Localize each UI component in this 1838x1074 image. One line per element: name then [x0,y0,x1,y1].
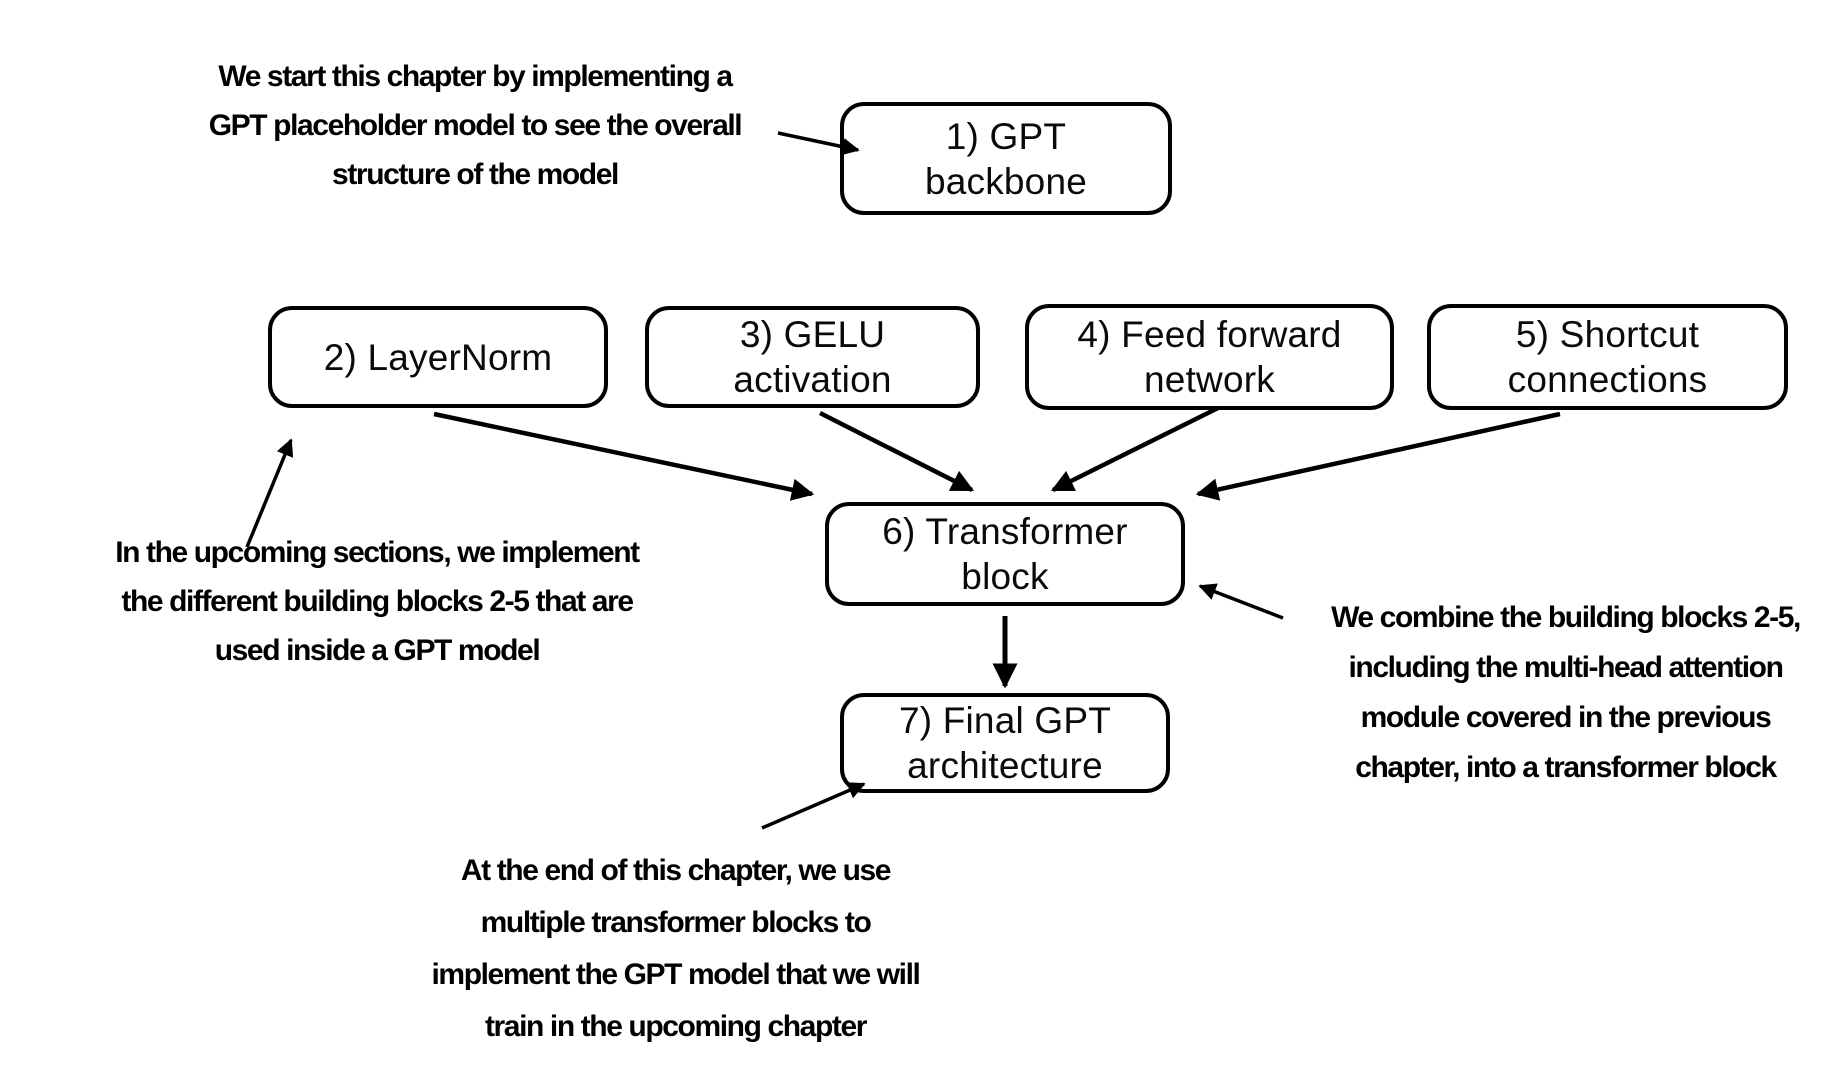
note-line: We start this chapter by implementing a [218,60,733,93]
box-gpt-backbone: 1) GPT backbone [840,102,1172,215]
box-transformer-block: 6) Transformer block [825,502,1185,606]
box-label-line: 2) LayerNorm [323,336,553,378]
box-label-line: 6) Transformer [882,511,1128,552]
box-label-line: 4) Feed forward [1077,314,1342,355]
note-final-gpt: At the end of this chapter, we use multi… [403,845,948,1053]
arrow-note-right-to-box6 [1198,583,1284,620]
note-line: implement the GPT model that we will [431,958,920,991]
box-label-line: 3) GELU [739,314,886,355]
box-gelu-activation: 3) GELU activation [645,306,980,408]
note-line: In the upcoming sections, we implement [115,536,640,569]
box-label-line: architecture [907,745,1103,786]
box-label-line: 5) Shortcut [1515,314,1700,355]
box-label-line: 1) GPT [945,115,1067,157]
note-transformer-block: We combine the building blocks 2-5, incl… [1293,593,1838,793]
note-line: multiple transformer blocks to [480,906,872,939]
arrow-box5-to-box6 [1195,411,1561,501]
box-label-line: network [1144,359,1275,400]
box-label-line: activation [733,359,892,400]
note-gpt-backbone: We start this chapter by implementing a … [150,52,800,199]
note-line: GPT placeholder model to see the overall [208,109,743,142]
note-building-blocks: In the upcoming sections, we implement t… [78,528,676,675]
note-line: chapter, into a transformer block [1355,751,1777,784]
box-label-line: 7) Final GPT [898,700,1112,741]
note-line: module covered in the previous [1360,701,1772,734]
arrow-note-bottom-to-box7 [761,782,866,830]
box-feed-forward: 4) Feed forward network [1025,304,1394,410]
arrow-box3-to-box6 [818,410,975,493]
note-line: including the multi-head attention [1348,651,1783,684]
box-label-line: block [961,556,1049,597]
box-shortcut-connections: 5) Shortcut connections [1427,304,1788,410]
note-line: used inside a GPT model [214,634,541,667]
note-line: At the end of this chapter, we use [460,854,892,887]
note-line: structure of the model [332,158,619,191]
note-line: We combine the building blocks 2-5, [1331,601,1801,634]
box-final-gpt: 7) Final GPT architecture [840,693,1170,793]
arrow-box2-to-box6 [433,411,815,501]
arrow-box4-to-box6 [1050,405,1220,493]
note-line: train in the upcoming chapter [484,1010,868,1043]
box-label-line: backbone [924,160,1088,202]
note-line: the different building blocks 2-5 that a… [121,585,634,618]
box-label-line: connections [1507,359,1708,400]
box-layernorm: 2) LayerNorm [268,306,608,408]
